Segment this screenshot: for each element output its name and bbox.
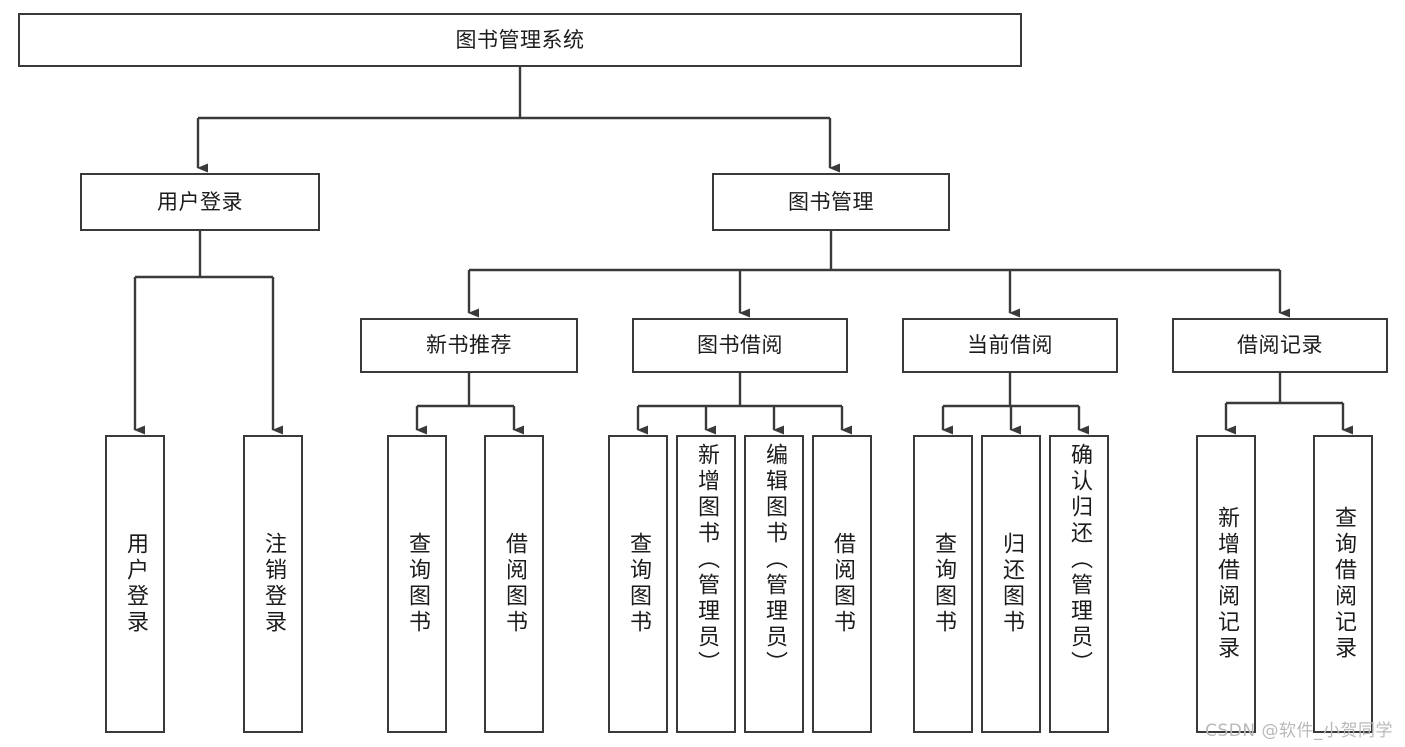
node-book-borrow-label: 图书借阅	[697, 333, 783, 358]
node-leaf-return-book-label: 归还图书	[999, 532, 1024, 636]
node-leaf-user-login-label: 用户登录	[123, 532, 148, 636]
node-leaf-logout-login[interactable]: 注销登录	[243, 435, 303, 733]
node-leaf-confirm-return-label: 确认归还（管理员）	[1067, 443, 1092, 677]
node-leaf-return-book[interactable]: 归还图书	[981, 435, 1041, 733]
node-user-login-label: 用户登录	[157, 189, 243, 214]
node-leaf-query-record[interactable]: 查询借阅记录	[1313, 435, 1373, 733]
node-leaf-query-book-2-label: 查询图书	[626, 532, 651, 636]
node-leaf-borrow-book-2[interactable]: 借阅图书	[812, 435, 872, 733]
node-book-manage[interactable]: 图书管理	[712, 173, 950, 231]
node-new-book-rec[interactable]: 新书推荐	[360, 318, 578, 373]
node-leaf-query-book-1-label: 查询图书	[405, 532, 430, 636]
node-current-borrow[interactable]: 当前借阅	[902, 318, 1118, 373]
node-leaf-edit-book[interactable]: 编辑图书（管理员）	[744, 435, 804, 733]
node-leaf-query-book-3[interactable]: 查询图书	[913, 435, 973, 733]
node-leaf-logout-login-label: 注销登录	[261, 532, 286, 636]
node-leaf-query-book-2[interactable]: 查询图书	[608, 435, 668, 733]
node-root[interactable]: 图书管理系统	[18, 13, 1022, 67]
node-leaf-query-book-3-label: 查询图书	[931, 532, 956, 636]
node-borrow-record-label: 借阅记录	[1237, 333, 1323, 358]
node-leaf-add-record-label: 新增借阅记录	[1214, 506, 1239, 662]
node-leaf-user-login[interactable]: 用户登录	[105, 435, 165, 733]
node-leaf-edit-book-label: 编辑图书（管理员）	[762, 443, 787, 677]
node-leaf-query-book-1[interactable]: 查询图书	[387, 435, 447, 733]
node-user-login[interactable]: 用户登录	[80, 173, 320, 231]
node-book-manage-label: 图书管理	[788, 189, 874, 214]
node-new-book-rec-label: 新书推荐	[426, 333, 512, 358]
node-borrow-record[interactable]: 借阅记录	[1172, 318, 1388, 373]
node-leaf-confirm-return[interactable]: 确认归还（管理员）	[1049, 435, 1109, 733]
node-root-label: 图书管理系统	[455, 27, 585, 52]
node-leaf-add-record[interactable]: 新增借阅记录	[1196, 435, 1256, 733]
node-leaf-borrow-book-1-label: 借阅图书	[502, 532, 527, 636]
node-leaf-add-book[interactable]: 新增图书（管理员）	[676, 435, 736, 733]
node-leaf-add-book-label: 新增图书（管理员）	[694, 443, 719, 677]
node-leaf-query-record-label: 查询借阅记录	[1331, 506, 1356, 662]
csdn-watermark: CSDN @软件_小贺同学	[1205, 721, 1393, 741]
node-leaf-borrow-book-2-label: 借阅图书	[830, 532, 855, 636]
node-current-borrow-label: 当前借阅	[967, 333, 1053, 358]
node-book-borrow[interactable]: 图书借阅	[632, 318, 848, 373]
node-leaf-borrow-book-1[interactable]: 借阅图书	[484, 435, 544, 733]
